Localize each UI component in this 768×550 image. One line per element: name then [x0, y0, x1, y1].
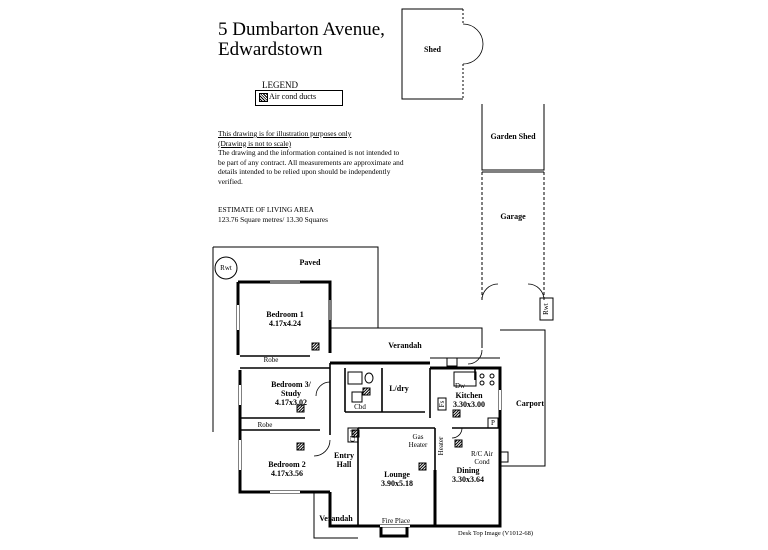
kitchen-size: 3.30x3.00 — [453, 400, 485, 409]
entry-hall-label: Entry Hall — [330, 451, 358, 469]
kitchen-label: Kitchen 3.30x3.00 — [448, 391, 490, 409]
disclaimer: This drawing is for illustration purpose… — [218, 129, 408, 187]
bedroom3-name-2: Study — [280, 389, 301, 398]
paved-label: Paved — [299, 258, 321, 267]
hall-name: Hall — [336, 460, 352, 469]
paved-outline — [213, 246, 379, 328]
heater-text: Heater — [408, 441, 428, 449]
air-duct-swatch-icon — [259, 93, 268, 102]
pantry-label: P — [491, 419, 495, 427]
fridge-space-label: Fs — [438, 400, 446, 408]
dining-label: Dining 3.30x3.64 — [446, 466, 490, 484]
disclaimer-line-2: (Drawing is not to scale) — [218, 138, 292, 148]
heater-label: Heater — [437, 436, 445, 456]
rc-air-cond-label: R/C Air Cond — [467, 450, 497, 466]
rc-air-text: R/C Air — [471, 450, 493, 458]
lounge-label: Lounge 3.90x5.18 — [372, 470, 422, 488]
address-line-2: Edwardstown — [218, 39, 323, 60]
dining-size: 3.30x3.64 — [452, 475, 484, 484]
garden-shed-label: Garden Shed — [490, 132, 536, 141]
estimate-value: 123.76 Square metres/ 13.30 Squares — [218, 214, 329, 224]
dining-name: Dining — [456, 466, 480, 475]
verandah-bottom-label: Verandah — [319, 514, 353, 523]
robe2-label: Robe — [257, 421, 273, 429]
fireplace-label: Fire Place — [381, 517, 411, 525]
carport-label: Carport — [516, 399, 544, 408]
bedroom1-size: 4.17x4.24 — [269, 319, 301, 328]
bedroom1-name: Bedroom 1 — [266, 310, 304, 319]
legend-item-label: Air cond ducts — [269, 92, 317, 101]
shed-outline — [401, 8, 463, 100]
bedroom3-name: Bedroom 3/ — [271, 380, 311, 389]
gas-text: Gas — [412, 433, 424, 441]
bedroom2-size: 4.17x3.56 — [271, 469, 303, 478]
laundry-label: L/dry — [389, 384, 409, 393]
garage-label: Garage — [500, 212, 526, 221]
bedroom3-size: 4.17x3.02 — [275, 398, 307, 407]
verandah-top-label: Verandah — [388, 341, 422, 350]
rwt-tank-label-2: Rwt — [542, 303, 550, 315]
garden-shed-outline — [481, 104, 545, 171]
legend-box — [255, 90, 343, 106]
entry-name: Entry — [334, 451, 354, 460]
disclaimer-line-1: This drawing is for illustration purpose… — [218, 129, 352, 138]
lounge-name: Lounge — [384, 470, 410, 479]
disclaimer-body: The drawing and the information containe… — [218, 148, 404, 186]
bedroom3-label: Bedroom 3/ Study 4.17x3.02 — [256, 380, 326, 407]
robe1-label: Robe — [263, 356, 279, 364]
dishwasher-label: Dw — [454, 382, 466, 390]
bedroom1-label: Bedroom 1 4.17x4.24 — [250, 310, 320, 328]
cupboard-label-2: Cbd — [349, 430, 357, 442]
legend-title: LEGEND — [262, 80, 298, 90]
shed-label: Shed — [424, 45, 441, 54]
rwt-tank-label: Rwt — [220, 264, 232, 272]
living-area-estimate: ESTIMATE OF LIVING AREA 123.76 Square me… — [218, 205, 328, 224]
estimate-heading: ESTIMATE OF LIVING AREA — [218, 205, 314, 214]
lounge-size: 3.90x5.18 — [381, 479, 413, 488]
kitchen-name: Kitchen — [455, 391, 483, 400]
bedroom2-name: Bedroom 2 — [268, 460, 306, 469]
image-credit: Desk Top Image (V1012-68) — [458, 530, 534, 537]
cupboard-label: Cbd — [354, 403, 366, 411]
address-title: 5 Dumbarton Avenue, Edwardstown — [218, 20, 385, 60]
address-line-1: 5 Dumbarton Avenue, — [218, 19, 385, 40]
bedroom2-label: Bedroom 2 4.17x3.56 — [252, 460, 322, 478]
cond-text: Cond — [474, 458, 490, 466]
gas-heater-label: Gas Heater — [404, 433, 432, 449]
